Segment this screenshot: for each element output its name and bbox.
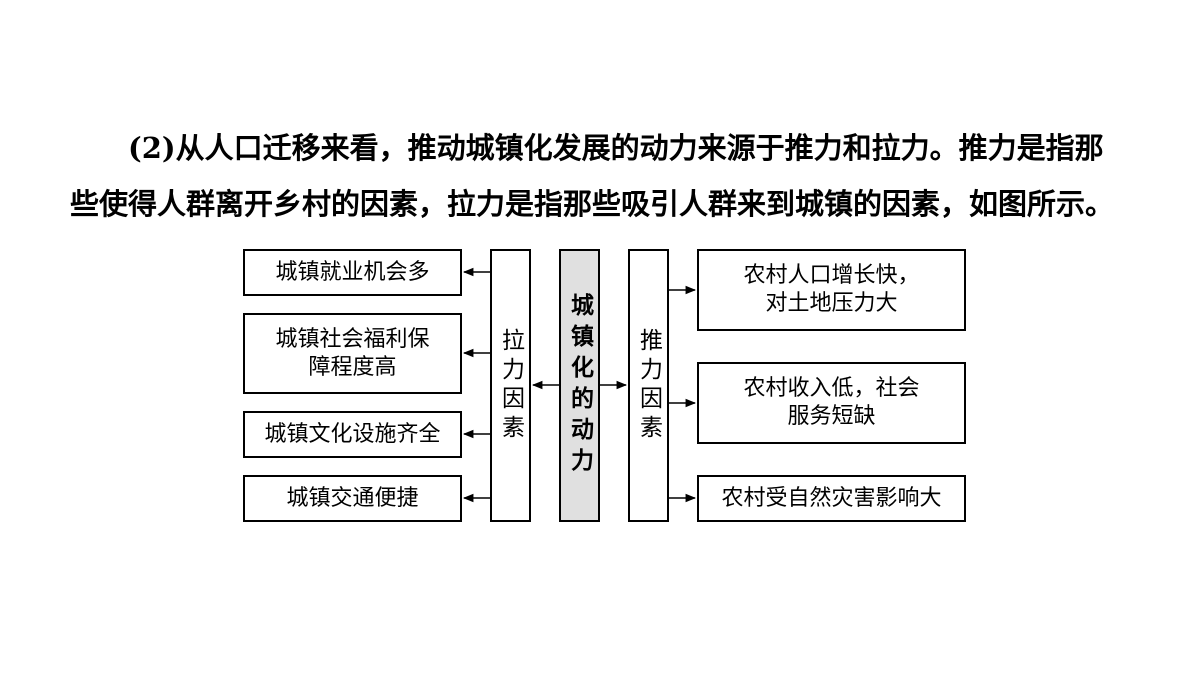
pull-factor-box-3: 城镇文化设施齐全 — [243, 411, 462, 458]
center-label: 城镇化的动力 — [566, 292, 594, 479]
push-factor-box-2: 农村收入低，社会 服务短缺 — [697, 362, 966, 444]
pull-factor-box-4: 城镇交通便捷 — [243, 475, 462, 522]
push-factor-box-3: 农村受自然灾害影响大 — [697, 475, 966, 522]
push-factor-text: 农村人口增长快， 对土地压力大 — [743, 263, 920, 316]
center-box: 城镇化的动力 — [559, 249, 600, 522]
pull-factor-text: 城镇交通便捷 — [286, 485, 419, 511]
pull-label: 拉力因素 — [497, 327, 524, 444]
pull-factor-box-2: 城镇社会福利保 障程度高 — [243, 313, 462, 394]
push-label-box: 推力因素 — [628, 249, 669, 522]
push-label: 推力因素 — [635, 327, 662, 444]
push-factor-text: 农村收入低，社会 服务短缺 — [743, 376, 920, 429]
pull-factor-text: 城镇文化设施齐全 — [264, 421, 441, 447]
pull-factor-text: 城镇就业机会多 — [275, 259, 430, 285]
push-factor-text: 农村受自然灾害影响大 — [721, 485, 942, 511]
pull-factor-text: 城镇社会福利保 障程度高 — [275, 326, 430, 380]
pull-factor-box-1: 城镇就业机会多 — [243, 249, 462, 296]
push-factor-box-1: 农村人口增长快， 对土地压力大 — [697, 249, 966, 331]
paragraph-line-2: 些使得人群离开乡村的因素，拉力是指那些吸引人群来到城镇的因素，如图所示。 — [70, 187, 1115, 221]
pull-label-box: 拉力因素 — [490, 249, 531, 522]
paragraph-line-1: (2)从人口迁移来看，推动城镇化发展的动力来源于推力和拉力。推力是指那 — [128, 131, 1104, 165]
